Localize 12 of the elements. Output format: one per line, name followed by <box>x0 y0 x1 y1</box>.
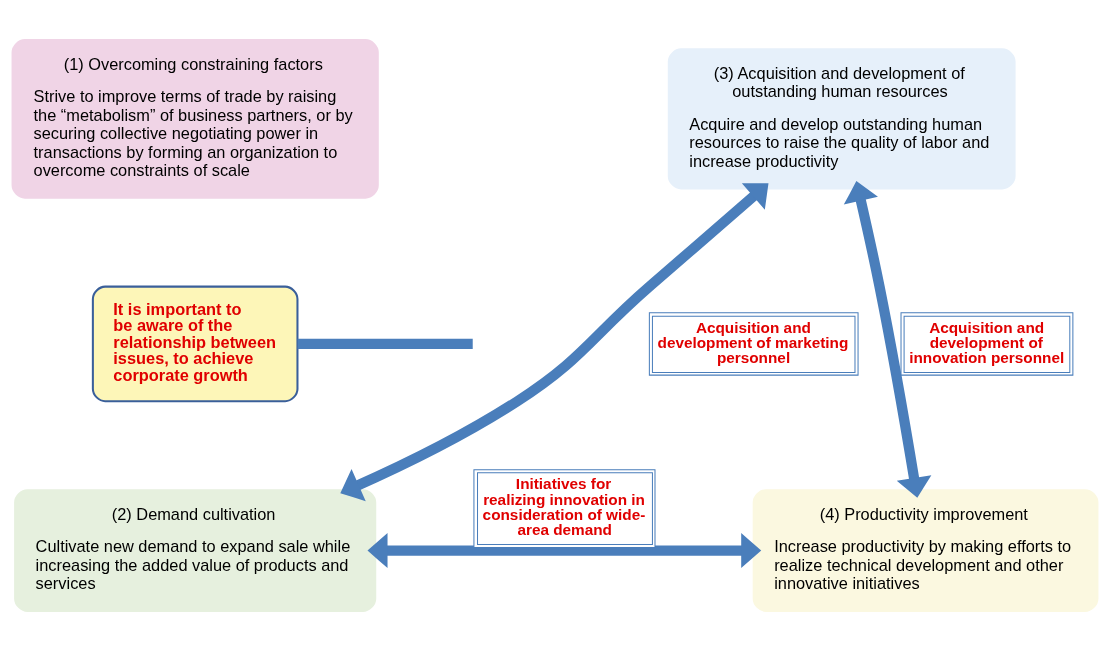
edge-label: Initiatives for realizing innovation in consideration of wide-area demand <box>482 475 646 539</box>
arrow <box>367 533 762 569</box>
arrow <box>340 183 769 502</box>
node-box: (3) Acquisition and development of outstanding human resources Acquire and develop outstanding human resources to raise the quality of labor and increase productivity <box>667 48 1016 190</box>
node-box: (4) Productivity improvement Increase productivity by making efforts to realize technical development and other innovative initiatives <box>752 489 1099 612</box>
arrow <box>843 181 932 498</box>
node-box: (2) Demand cultivation Cultivate new demand to expand sale while increasing the added value of products and services <box>14 489 377 612</box>
connector <box>297 338 473 350</box>
node-box: It is important to be aware of the relationship between issues, to achieve corporate growth <box>91 285 299 403</box>
node-box: (1) Overcoming constraining factors Strive to improve terms of trade by raising the “metabolism” of business partners, or by securing collective negotiating power in transactions by forming an organization to overcome constraints of scale <box>11 39 379 199</box>
edge-label: Acquisition and development of innovation personnel <box>909 318 1065 367</box>
edge-label: Acquisition and development of marketing personnel <box>657 318 849 367</box>
